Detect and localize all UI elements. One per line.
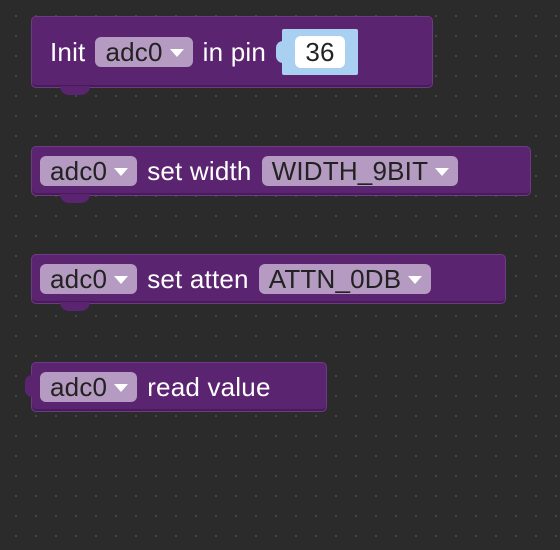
set-atten-label: set atten bbox=[147, 263, 249, 294]
variable-dropdown[interactable]: adc0 bbox=[40, 263, 138, 294]
puzzle-connector-icon bbox=[276, 41, 289, 63]
variable-dropdown-value: adc0 bbox=[50, 155, 108, 186]
atten-dropdown[interactable]: ATTN_0DB bbox=[258, 263, 432, 294]
width-dropdown-value: WIDTH_9BIT bbox=[271, 155, 429, 186]
output-connector bbox=[25, 375, 37, 397]
set-atten-block[interactable]: adc0 set atten ATTN_0DB bbox=[31, 254, 506, 311]
set-width-block[interactable]: adc0 set width WIDTH_9BIT bbox=[31, 146, 531, 203]
chevron-down-icon bbox=[114, 276, 129, 284]
variable-dropdown[interactable]: adc0 bbox=[95, 36, 193, 67]
pin-number-socket[interactable]: 36 bbox=[276, 29, 359, 75]
next-connector bbox=[60, 302, 90, 311]
init-adc-block[interactable]: Init adc0 in pin 36 bbox=[31, 16, 433, 95]
atten-dropdown-value: ATTN_0DB bbox=[268, 263, 402, 294]
variable-dropdown[interactable]: adc0 bbox=[40, 155, 138, 186]
pin-number-field[interactable]: 36 bbox=[295, 36, 345, 68]
variable-dropdown-value: adc0 bbox=[50, 263, 108, 294]
next-connector bbox=[60, 194, 90, 203]
chevron-down-icon bbox=[435, 168, 450, 176]
read-value-label: read value bbox=[147, 371, 271, 402]
next-connector bbox=[60, 86, 90, 95]
variable-dropdown-value: adc0 bbox=[50, 371, 108, 402]
set-width-label: set width bbox=[147, 155, 252, 186]
chevron-down-icon bbox=[169, 49, 184, 57]
read-value-block[interactable]: adc0 read value bbox=[25, 362, 327, 412]
variable-dropdown-value: adc0 bbox=[105, 36, 163, 67]
init-keyword: Init bbox=[50, 36, 86, 67]
pin-label: in pin bbox=[202, 36, 267, 67]
chevron-down-icon bbox=[408, 276, 423, 284]
variable-dropdown[interactable]: adc0 bbox=[40, 371, 138, 402]
chevron-down-icon bbox=[114, 384, 129, 392]
width-dropdown[interactable]: WIDTH_9BIT bbox=[261, 155, 459, 186]
chevron-down-icon bbox=[114, 168, 129, 176]
